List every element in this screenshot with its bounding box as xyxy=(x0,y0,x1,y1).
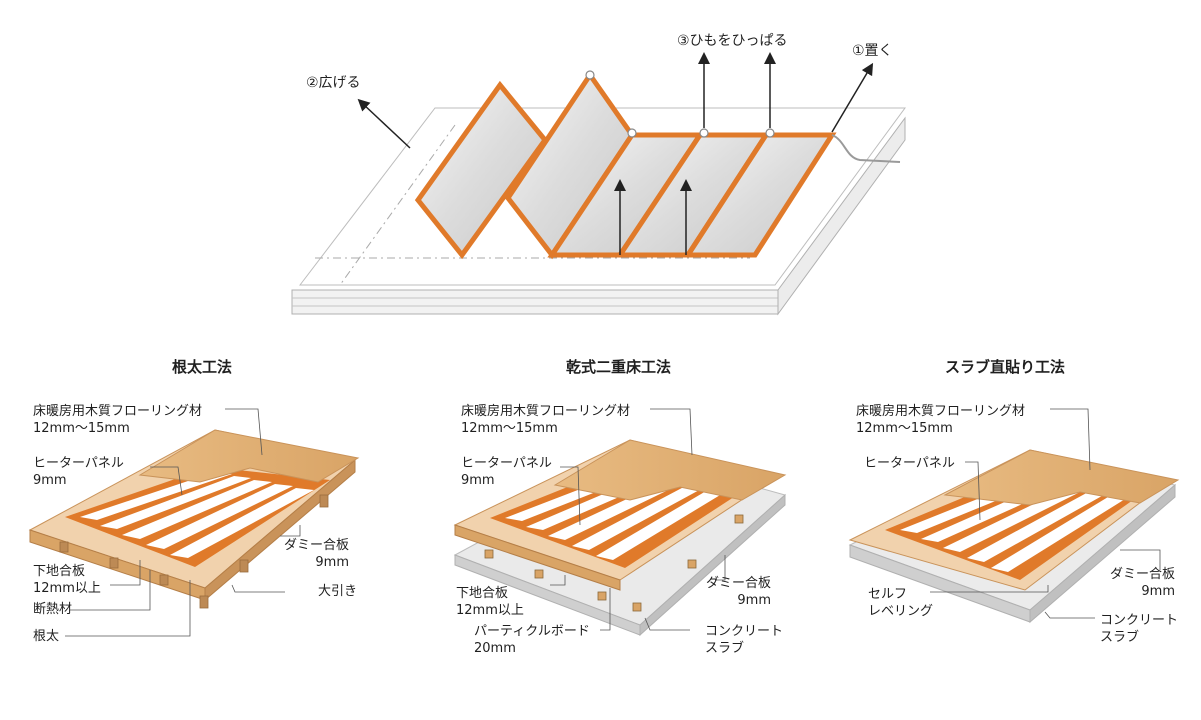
arrow-place xyxy=(831,62,874,133)
panel-1-heater-label: ヒーターパネル 9mm xyxy=(33,456,124,488)
slab-front-pattern xyxy=(292,297,778,307)
panel-3-leveling-label: セルフ レベリング xyxy=(868,587,934,619)
step-spread-label: ②広げる xyxy=(306,75,361,91)
panel-folded-1 xyxy=(414,80,549,260)
panel-1-subfloor-label: 下地合板 12mm以上 xyxy=(33,564,101,596)
panel-1-flooring-label: 床暖房用木質フローリング材 12mm～15mm xyxy=(33,404,203,436)
panel-1-dummy-label: ダミー合板 9mm xyxy=(284,538,350,570)
panel-1-joist-label: 根太 xyxy=(33,629,60,644)
panel-2-dummy-label: ダミー合板 9mm xyxy=(706,576,772,608)
panel-3-dummy-label: ダミー合板 9mm xyxy=(1110,567,1176,599)
panel-2-heater-label: ヒーターパネル 9mm xyxy=(461,456,552,488)
panel-1-insulation-label: 断熱材 xyxy=(33,602,73,617)
panel-2-concrete-label: コンクリート スラブ xyxy=(705,624,784,656)
floor-slab-side xyxy=(777,116,906,316)
panel-slab-direct xyxy=(848,408,1180,624)
panel-2-flooring-label: 床暖房用木質フローリング材 12mm～15mm xyxy=(461,404,631,436)
panel-dry-double-floor xyxy=(453,408,787,637)
panel-2-title: 乾式二重床工法 xyxy=(566,358,672,376)
panel-3-heater-label: ヒーターパネル xyxy=(864,456,955,471)
floor-slab-front xyxy=(291,289,779,315)
step-pull-label: ③ひもをひっぱる xyxy=(677,33,788,49)
panel-1-beam-label: 大引き xyxy=(318,584,358,599)
panel-3-title: スラブ直貼り工法 xyxy=(945,358,1066,376)
step-place-label: ①置く xyxy=(852,43,893,59)
panel-joist-method xyxy=(28,408,360,637)
panel-3-concrete-label: コンクリート スラブ xyxy=(1100,613,1179,645)
string-rings xyxy=(585,70,775,138)
panel-2-particle-label: パーティクルボード 20mm xyxy=(474,624,590,656)
panel-2-subfloor-label: 下地合板 12mm以上 xyxy=(456,586,524,618)
panel-lying-3 xyxy=(683,132,837,258)
panel-1-title: 根太工法 xyxy=(172,358,233,376)
arrow-spread xyxy=(357,98,411,149)
installation-illustration xyxy=(291,52,906,316)
panel-3-flooring-label: 床暖房用木質フローリング材 12mm～15mm xyxy=(856,404,1026,436)
